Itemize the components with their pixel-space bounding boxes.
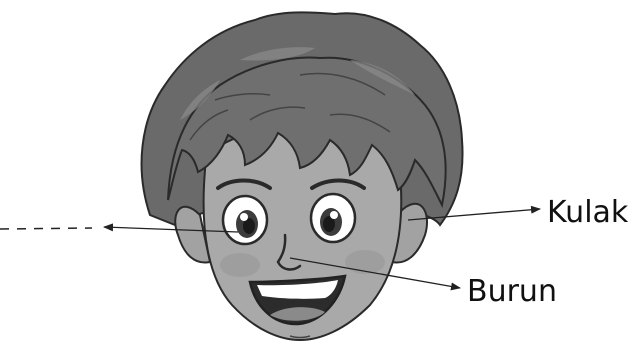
boy-head-illustration — [142, 12, 463, 340]
eye-blank-answer-line — [0, 228, 92, 229]
ear-label: Kulak — [547, 195, 629, 230]
right-eye — [311, 194, 355, 242]
left-cheek — [220, 253, 260, 277]
right-cheek — [345, 250, 385, 274]
left-eye — [223, 196, 267, 244]
nose-label: Burun — [467, 274, 557, 309]
